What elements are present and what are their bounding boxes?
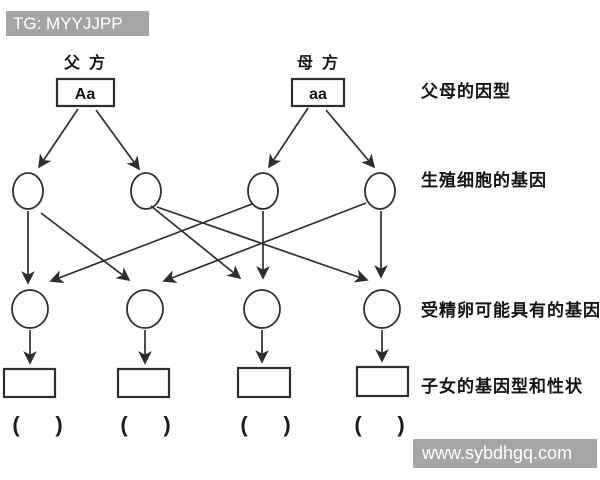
watermark-top-left: TG: MYYJJPP — [6, 11, 149, 36]
blank-paren-open-1: ( — [12, 412, 20, 437]
zygote-circle-4 — [363, 289, 401, 329]
stage-label-offspring-traits: 子女的基因型和性状 — [421, 376, 583, 396]
zygote-circle-2 — [126, 289, 164, 329]
father-genotype-box — [55, 77, 116, 108]
arrow-father-to-gamete-1 — [38, 108, 79, 169]
mother-title: 母方 — [297, 53, 347, 72]
arrow-mother-to-gamete-4 — [325, 109, 376, 169]
father-title: 父方 — [63, 53, 114, 72]
arrow-gamete3-to-zygote1 — [49, 203, 253, 284]
mother-genotype-box — [290, 77, 346, 108]
watermark-bottom-right: www.sybdhgq.com — [413, 439, 597, 468]
offspring-box-2 — [116, 367, 171, 399]
arrow-gamete2-to-zygote3 — [150, 205, 242, 280]
blank-paren-open-2: ( — [120, 412, 128, 437]
zygote-circle-3 — [243, 289, 281, 329]
zygote-circle-1 — [11, 289, 49, 329]
arrow-mother-to-gamete-3 — [268, 107, 309, 169]
offspring-box-4 — [355, 365, 410, 398]
blank-paren-close-2: ) — [163, 412, 170, 437]
stage-label-parent-genotypes: 父母的因型 — [420, 81, 511, 101]
arrow-gamete4-to-zygote2 — [162, 202, 367, 284]
mother-genotype: aa — [309, 86, 327, 103]
father-genotype: Aa — [75, 86, 96, 103]
gamete-circle-3 — [247, 172, 279, 210]
gamete-circle-1 — [12, 172, 44, 210]
blank-paren-close-4: ) — [397, 412, 404, 437]
arrow-father-to-gamete-2 — [95, 109, 141, 171]
stage-label-gamete-genes: 生殖细胞的基因 — [421, 170, 547, 190]
gamete-circle-4 — [364, 172, 396, 210]
blank-paren-open-4: ( — [354, 412, 362, 437]
offspring-box-3 — [236, 366, 292, 399]
stage-label-zygote-genes: 受精卵可能具有的基因 — [421, 300, 600, 320]
blank-paren-close-3: ) — [283, 412, 290, 437]
blank-paren-close-1: ) — [55, 412, 62, 437]
arrow-gamete1-to-zygote2 — [40, 212, 131, 282]
blank-paren-open-3: ( — [240, 412, 248, 437]
offspring-box-1 — [2, 367, 57, 399]
gamete-circle-2 — [130, 172, 162, 210]
